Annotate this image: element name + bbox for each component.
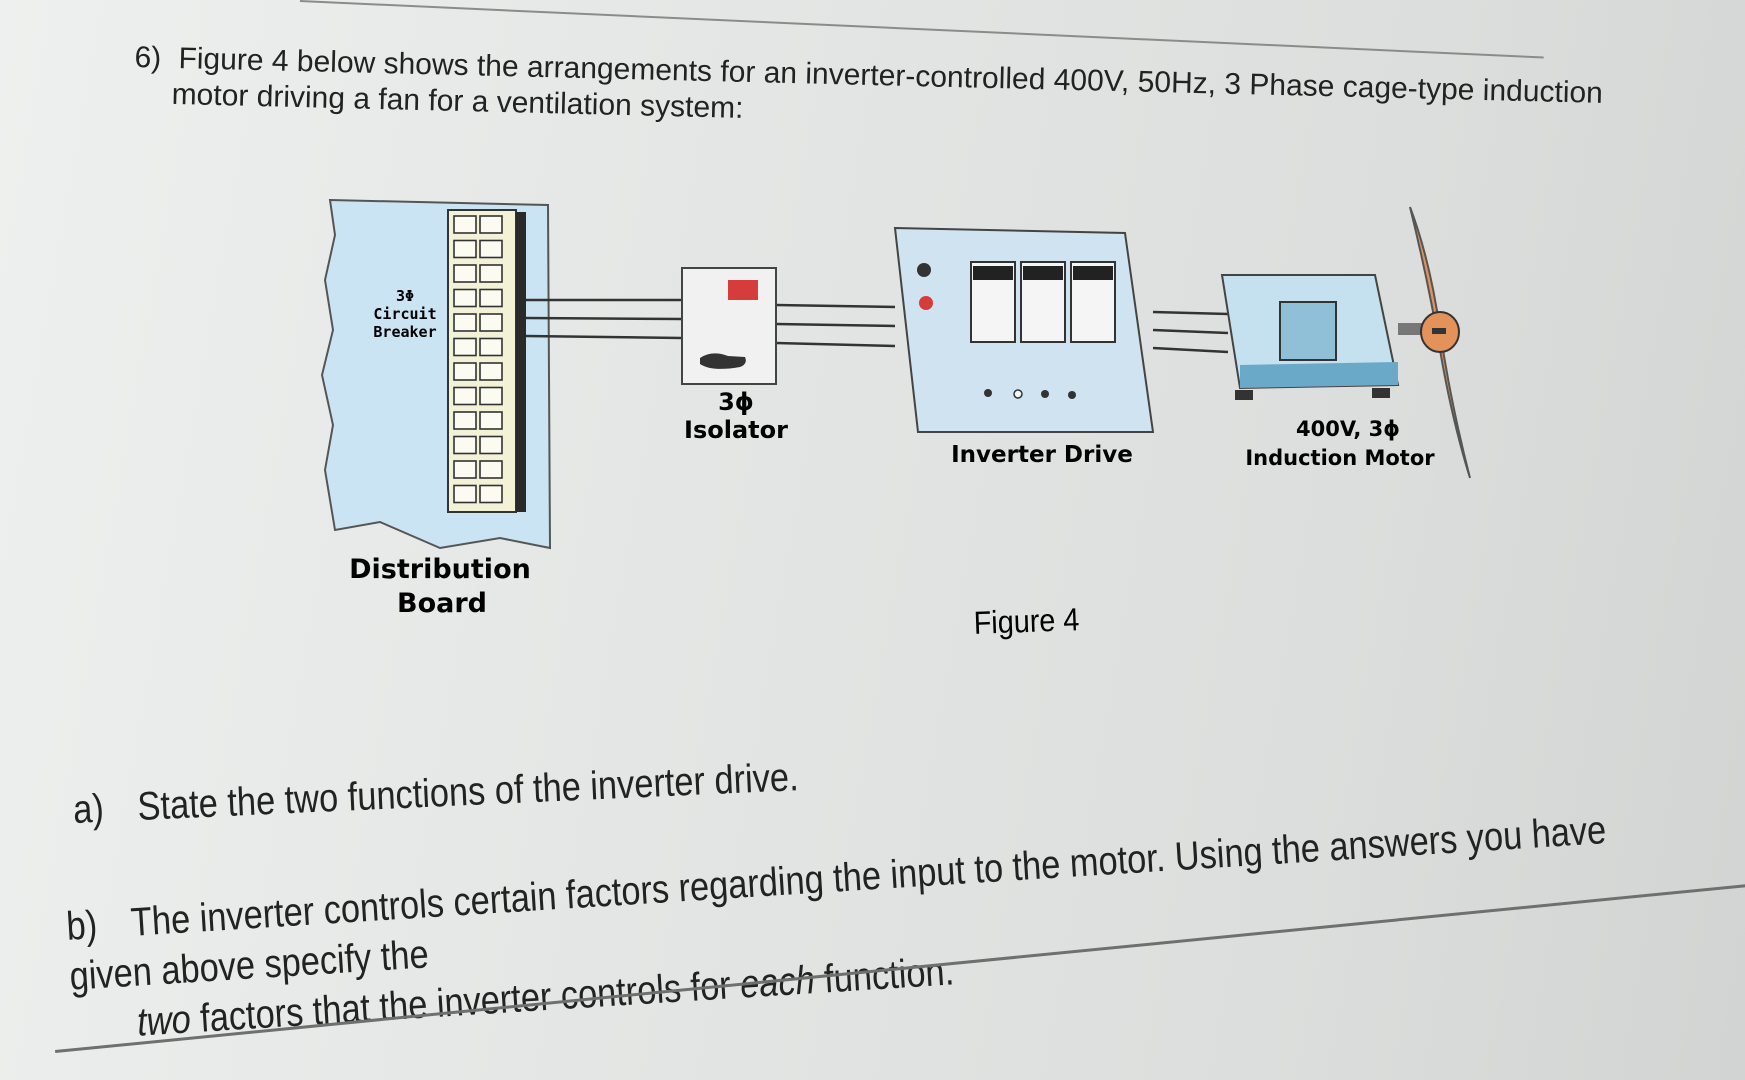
breaker-unit — [453, 264, 477, 283]
inverter-label: Inverter Drive — [951, 442, 1133, 468]
inverter-display-panels — [970, 261, 1116, 343]
breaker-units — [453, 215, 503, 504]
isolator-switch-indicator — [728, 280, 758, 300]
breaker-unit — [479, 435, 503, 455]
breaker-unit — [453, 435, 477, 455]
breaker-unit — [453, 215, 477, 234]
inverter-buttons — [984, 389, 1076, 399]
inverter-indicator-dark — [917, 263, 931, 277]
breaker-unit — [479, 362, 503, 381]
isolator-label-1: 3ϕ — [718, 388, 754, 416]
motor-label-2: Induction Motor — [1245, 446, 1435, 470]
breaker-unit — [479, 239, 503, 259]
part-a-label: a) — [72, 786, 105, 832]
circuit-breaker-label-3: Breaker — [373, 323, 436, 341]
part-b-label: b) — [65, 903, 99, 949]
breaker-unit — [453, 337, 477, 357]
breaker-unit — [479, 313, 503, 332]
breaker-unit — [453, 239, 477, 259]
isolator — [681, 267, 777, 385]
fan — [1409, 206, 1471, 479]
breaker-unit — [479, 411, 503, 430]
distribution-board — [320, 198, 552, 550]
breaker-unit — [453, 411, 477, 430]
three-phase-cables — [525, 298, 1229, 354]
inverter-indicator-red — [919, 296, 933, 310]
breaker-unit — [479, 337, 503, 357]
breaker-unit — [479, 288, 503, 308]
isolator-label-2: Isolator — [684, 416, 788, 444]
breaker-unit — [453, 362, 477, 381]
breaker-unit — [479, 215, 503, 234]
motor-label-1: 400V, 3ϕ — [1296, 417, 1400, 441]
inverter-drive — [893, 226, 1155, 433]
breaker-unit — [479, 484, 503, 504]
motor-terminal-box — [1279, 301, 1337, 361]
distribution-board-label-1: Distribution — [349, 554, 531, 585]
circuit-breaker-label-1: 3Φ — [396, 287, 414, 305]
isolator-handle — [700, 353, 746, 369]
distribution-board-label-2: Board — [397, 588, 487, 619]
breaker-unit — [479, 264, 503, 283]
breaker-unit — [479, 386, 503, 406]
induction-motor — [1220, 274, 1436, 400]
figure-caption: Figure 4 — [973, 602, 1080, 641]
breaker-unit — [479, 460, 503, 479]
breaker-unit — [453, 288, 477, 308]
breaker-unit — [453, 484, 477, 504]
breaker-unit — [453, 313, 477, 332]
circuit-breaker-label-2: Circuit — [373, 305, 436, 323]
breaker-unit — [453, 386, 477, 406]
breaker-unit — [453, 460, 477, 479]
